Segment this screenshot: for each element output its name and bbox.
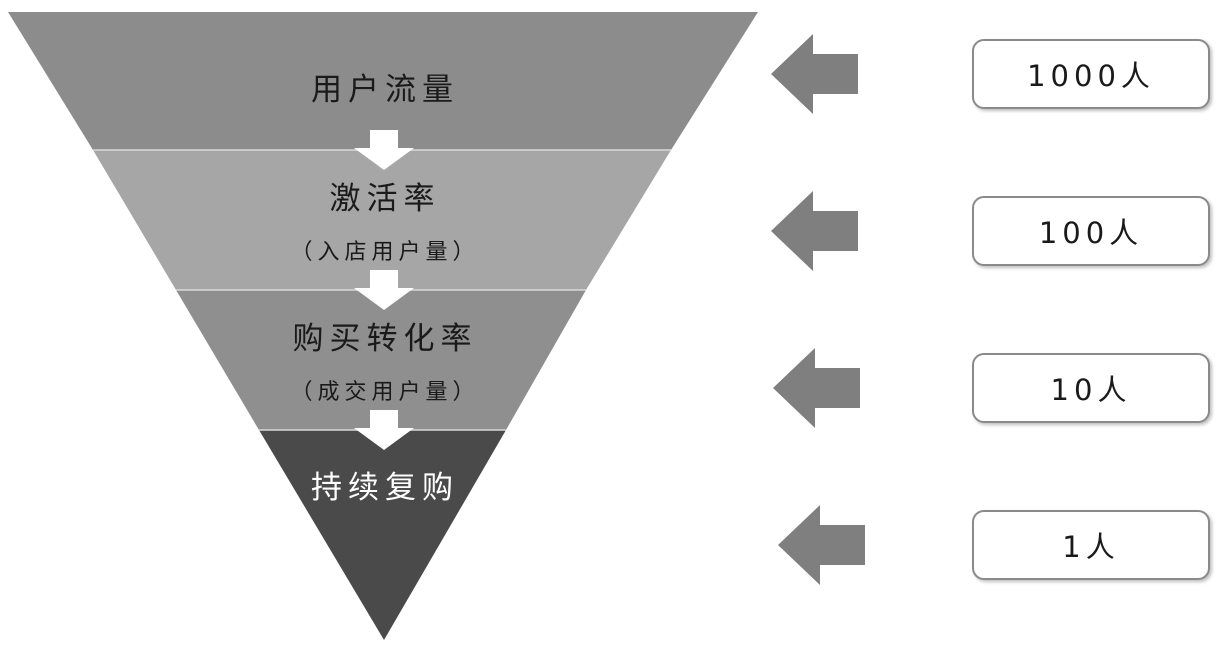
down-arrow-icon bbox=[354, 130, 414, 170]
count-box-1: 1000人 bbox=[972, 39, 1210, 109]
count-box-4: 1人 bbox=[972, 510, 1210, 580]
down-arrow-icon bbox=[354, 410, 414, 450]
left-arrow-icon bbox=[778, 505, 865, 585]
funnel-layer-1 bbox=[8, 12, 758, 150]
stage-2-title: 激活率 bbox=[329, 181, 441, 217]
stage-3-title: 购买转化率 bbox=[292, 321, 478, 357]
down-arrow-icon bbox=[354, 270, 414, 310]
stage-2-subtitle: （入店用户量） bbox=[290, 240, 480, 265]
count-box-2: 100人 bbox=[972, 196, 1210, 266]
left-arrow-icon bbox=[771, 34, 858, 114]
count-box-3: 10人 bbox=[972, 353, 1210, 423]
left-arrow-icon bbox=[771, 191, 858, 271]
stage-3-subtitle: （成交用户量） bbox=[290, 380, 480, 405]
funnel-layer-2 bbox=[93, 150, 671, 290]
stage-1-title: 用户流量 bbox=[311, 72, 459, 108]
funnel-layer-4 bbox=[259, 430, 506, 640]
left-arrow-icon bbox=[773, 348, 860, 428]
stage-4-title: 持续复购 bbox=[311, 470, 459, 506]
funnel-layer-3 bbox=[176, 290, 586, 430]
